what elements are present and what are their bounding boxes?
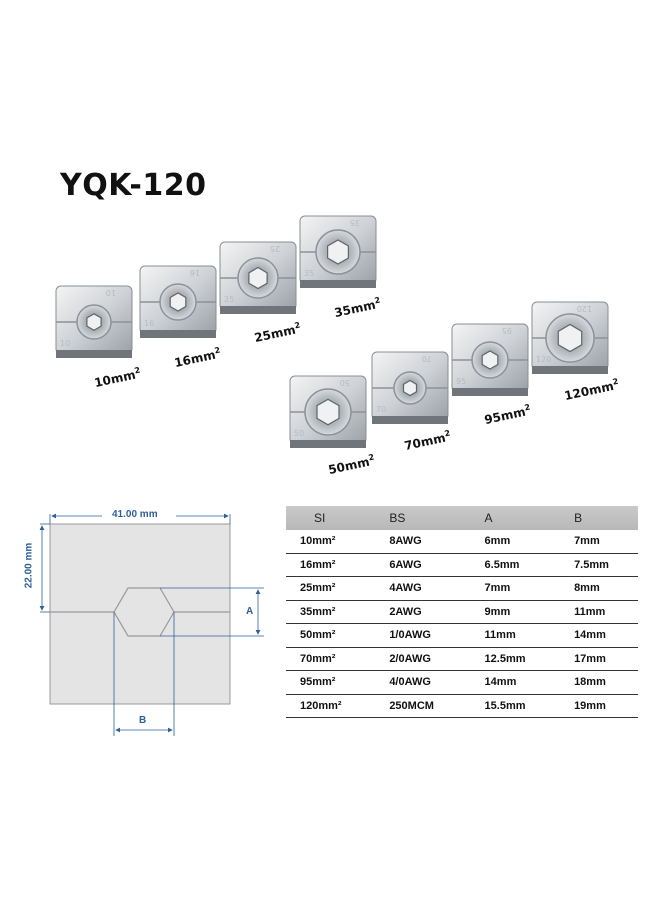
column-header-a: A [468,506,559,530]
die-block: 10 10 [52,282,136,366]
table-cell: 7.5mm [558,553,638,577]
die-size-label: 10mm2 [93,365,142,390]
table-cell: 2/0AWG [373,647,469,671]
table-cell: 6.5mm [468,553,559,577]
die-block: 95 95 [448,320,532,404]
die-size-label: 95mm2 [483,402,532,427]
table-cell: 6AWG [373,553,469,577]
table-cell: 6mm [468,530,559,554]
table-cell: 7mm [558,530,638,554]
dimension-diagram [39,513,264,736]
svg-text:50: 50 [340,378,350,387]
column-header-si: SI [286,506,374,530]
table-cell: 14mm [468,670,559,695]
die-dimension-drawing: 41.00 mm 22.00 mm A B [23,500,268,750]
svg-text:120: 120 [536,355,551,364]
die-block: 35 35 [296,212,380,296]
table-cell: 12.5mm [468,647,559,671]
die-block: 120 120 [528,298,612,382]
table-header-row: SI BS A B [286,506,638,530]
svg-text:35: 35 [350,218,360,227]
table-cell: 19mm [558,694,638,718]
svg-text:10: 10 [60,339,70,348]
table-cell: 10mm² [286,530,374,554]
svg-text:70: 70 [376,405,386,414]
table-cell: 120mm² [286,694,374,718]
table-cell: 11mm [468,623,559,648]
product-title: YQK-120 [60,168,207,203]
die-block-graphic: 120 120 [531,301,609,374]
svg-text:120: 120 [577,304,592,313]
table-cell: 70mm² [286,647,374,671]
table-cell: 4AWG [373,576,469,601]
die-block-graphic: 35 35 [299,215,377,288]
die-block: 70 70 [368,348,452,432]
die-size-label: 16mm2 [173,345,222,370]
table-cell: 250MCM [373,694,469,718]
die-size-label: 25mm2 [253,320,302,345]
die-size-label: 50mm2 [327,452,376,477]
svg-text:50: 50 [294,429,304,438]
table-cell: 9mm [468,600,559,624]
svg-text:16: 16 [144,319,154,328]
table-cell: 8mm [558,576,638,601]
table-cell: 7mm [468,576,559,601]
table-cell: 8AWG [373,530,469,554]
table-cell: 11mm [558,600,638,624]
die-size-label: 70mm2 [403,428,452,453]
table-cell: 17mm [558,647,638,671]
table-cell: 35mm² [286,600,374,624]
svg-text:70: 70 [422,354,432,363]
height-dimension-label: 22.00 mm [23,542,35,589]
column-header-b: B [558,506,638,530]
svg-text:95: 95 [456,377,466,386]
table-cell: 2AWG [373,600,469,624]
die-block-graphic: 70 70 [371,351,449,424]
width-dimension-label: 41.00 mm [112,509,158,520]
svg-text:35: 35 [304,269,314,278]
column-header-bs: BS [373,506,469,530]
svg-text:95: 95 [502,326,512,335]
die-block-graphic: 50 50 [289,375,367,448]
table-cell: 25mm² [286,576,374,601]
svg-text:25: 25 [224,295,234,304]
svg-text:10: 10 [106,288,116,297]
b-dimension-label: B [139,715,147,726]
die-block-graphic: 10 10 [55,285,133,358]
die-block-graphic: 95 95 [451,323,529,396]
die-block-graphic: 25 25 [219,241,297,314]
table-cell: 16mm² [286,553,374,577]
table-cell: 18mm [558,670,638,695]
table-cell: 15.5mm [468,694,559,718]
die-block: 50 50 [286,372,370,456]
table-cell: 95mm² [286,670,374,695]
die-size-label: 35mm2 [333,295,382,320]
svg-text:16: 16 [190,268,200,277]
svg-text:25: 25 [270,244,280,253]
table-cell: 50mm² [286,623,374,648]
table-cell: 4/0AWG [373,670,469,695]
die-block: 25 25 [216,238,300,322]
table-cell: 14mm [558,623,638,648]
table-cell: 1/0AWG [373,623,469,648]
a-dimension-label: A [246,606,254,617]
